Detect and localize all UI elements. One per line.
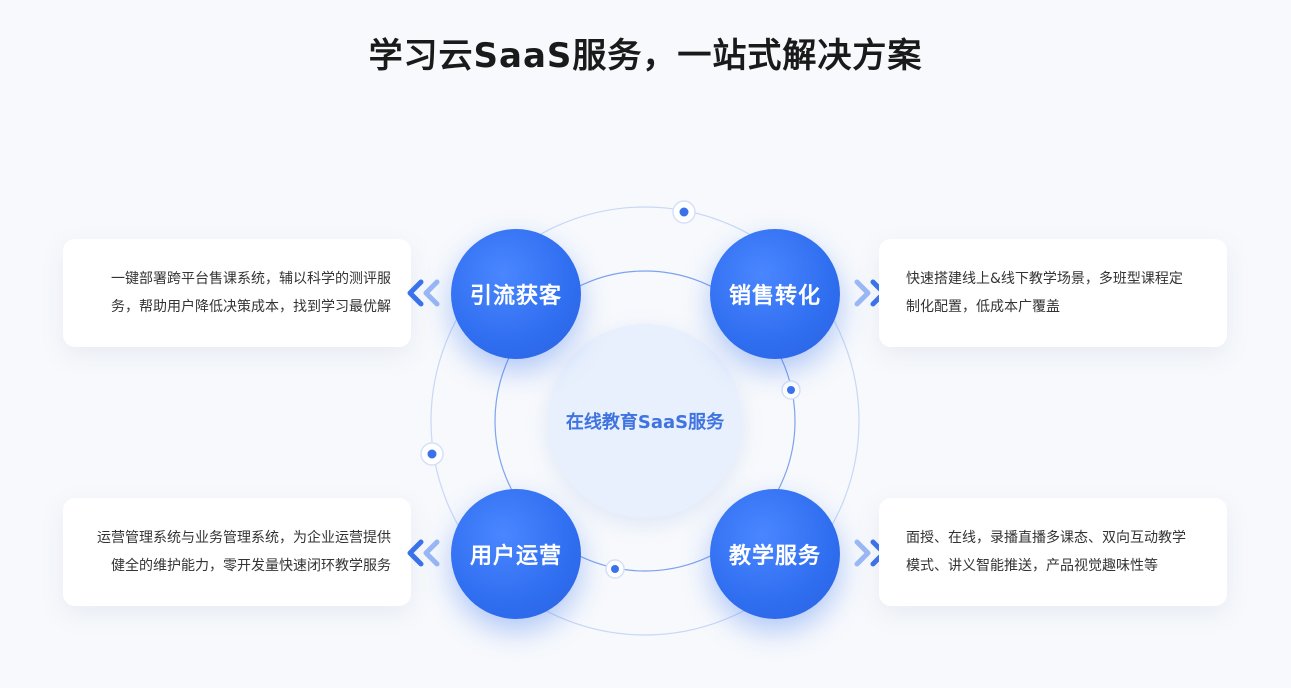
orbit-dot-right: [781, 380, 801, 400]
node-lead-gen-label: 引流获客: [469, 284, 562, 309]
desc-card-user-ops-line-2: 健全的维护能力，零开发量快速闭环教学服务: [111, 558, 391, 574]
desc-card-user-ops-line-1: 运营管理系统与业务管理系统，为企业运营提供: [97, 530, 391, 546]
outer-ring: [430, 206, 860, 636]
desc-card-lead-gen: 一键部署跨平台售课系统，辅以科学的测评服 务，帮助用户降低决策成本，找到学习最优…: [63, 239, 411, 347]
node-lead-gen: 引流获客: [451, 229, 581, 359]
node-teaching-service-label: 教学服务: [728, 544, 821, 569]
desc-card-teaching-service-line-1: 面授、在线，录播直播多课态、双向互动教学: [906, 530, 1186, 546]
page-title: 学习云SaaS服务，一站式解决方案: [368, 36, 923, 76]
desc-card-sales-conversion: 快速搭建线上&线下教学场景，多班型课程定 制化配置，低成本广覆盖: [879, 239, 1227, 347]
center-label: 在线教育SaaS服务: [565, 412, 725, 433]
chevron-left-icon: [407, 279, 440, 307]
node-sales-conversion: 销售转化: [710, 229, 840, 359]
node-user-ops-label: 用户运营: [469, 544, 562, 569]
orbit-dot-bottom: [605, 559, 625, 579]
center-hub: 在线教育SaaS服务: [548, 324, 742, 518]
desc-card-sales-conversion-line-1: 快速搭建线上&线下教学场景，多班型课程定: [906, 271, 1183, 287]
desc-card-teaching-service: 面授、在线，录播直播多课态、双向互动教学 模式、讲义智能推送，产品视觉趣味性等: [879, 498, 1227, 606]
node-teaching-service: 教学服务: [710, 489, 840, 619]
desc-card-user-ops: 运营管理系统与业务管理系统，为企业运营提供 健全的维护能力，零开发量快速闭环教学…: [63, 498, 411, 606]
node-user-ops: 用户运营: [451, 489, 581, 619]
inner-ring: [494, 270, 796, 572]
desc-card-teaching-service-line-2: 模式、讲义智能推送，产品视觉趣味性等: [906, 558, 1158, 574]
node-sales-conversion-label: 销售转化: [728, 284, 821, 309]
desc-card-sales-conversion-line-2: 制化配置，低成本广覆盖: [906, 299, 1060, 315]
orbit-dot-top: [672, 200, 696, 224]
desc-card-lead-gen-line-2: 务，帮助用户降低决策成本，找到学习最优解: [111, 299, 391, 315]
chevron-left-icon: [407, 539, 440, 567]
orbit-dot-left: [420, 442, 444, 466]
desc-card-lead-gen-line-1: 一键部署跨平台售课系统，辅以科学的测评服: [111, 271, 391, 287]
